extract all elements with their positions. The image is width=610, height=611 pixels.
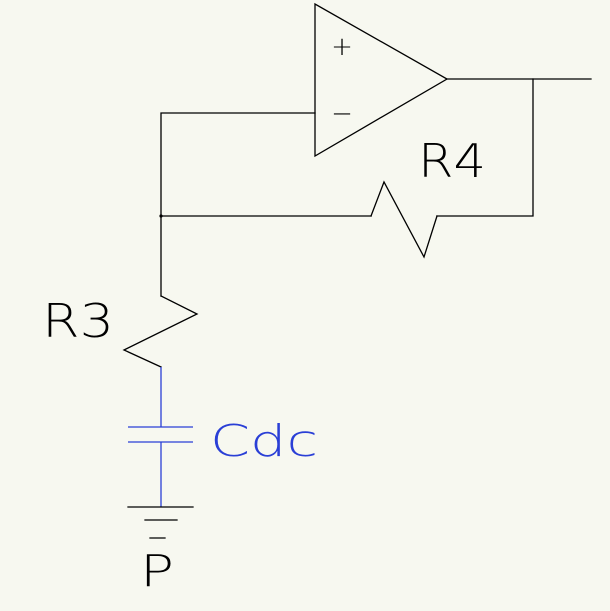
junction-node [159, 214, 163, 218]
resistor-r4 [370, 180, 438, 259]
resistor-r3 [122, 295, 199, 368]
feedback-wire-right [436, 78, 534, 217]
r4-label: R4 [418, 134, 486, 188]
inverting-input-wire [160, 112, 316, 297]
r3-label: R3 [42, 294, 114, 348]
opamp-minus-input-sign: − [331, 99, 353, 129]
opamp-plus-input-sign: + [331, 32, 353, 62]
ground-label: P [140, 546, 174, 597]
capacitor-label: Cdc [210, 416, 318, 467]
opamp-symbol [314, 2, 449, 158]
